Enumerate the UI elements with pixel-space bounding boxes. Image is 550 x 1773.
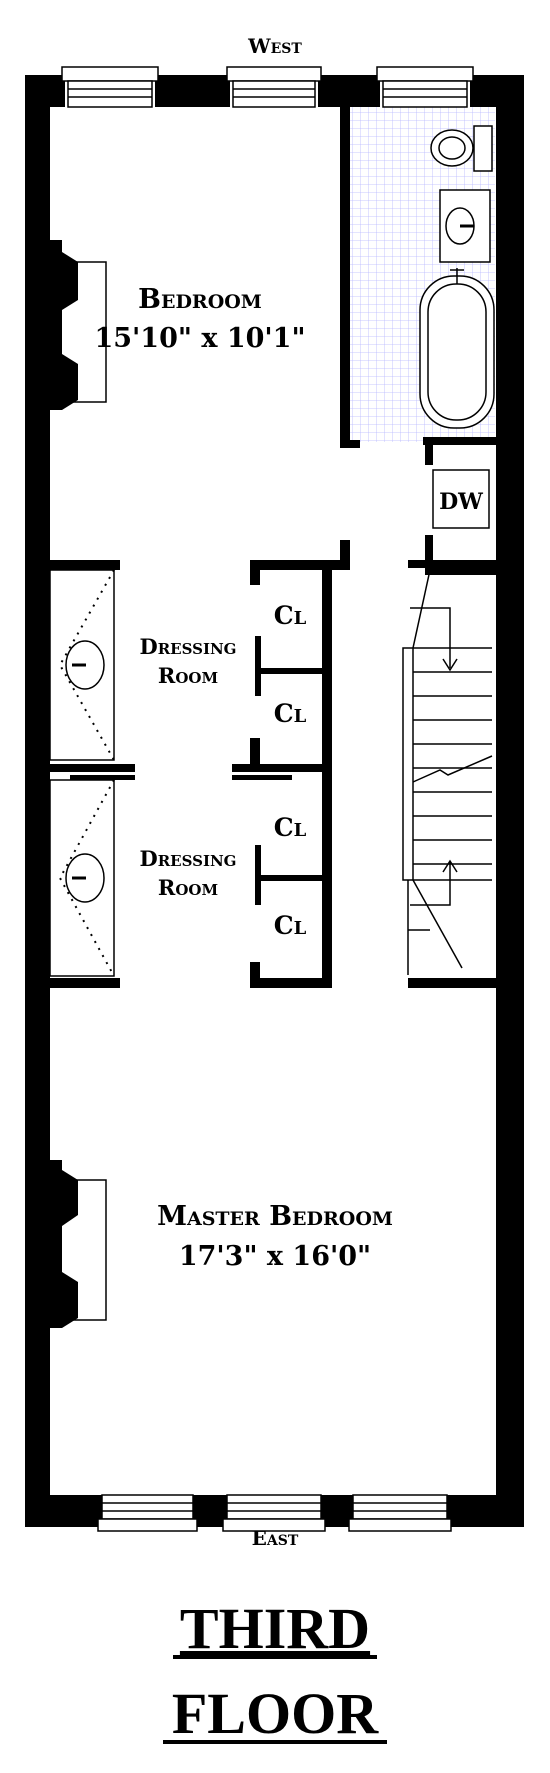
fireplace-bedroom bbox=[49, 240, 107, 410]
vanity-1 bbox=[49, 569, 115, 761]
dressing-room-2-word1: Dressing bbox=[140, 846, 237, 871]
window-bottom-1 bbox=[101, 1494, 194, 1520]
closet-label-4: Cl bbox=[274, 911, 307, 940]
floor-title-line1: THIRD bbox=[180, 1596, 370, 1661]
interior-walls bbox=[50, 107, 496, 988]
compass-west-label: West bbox=[247, 34, 302, 58]
master-bedroom-size: 17'3" x 16'0" bbox=[179, 1241, 371, 1272]
dressing-room-1-word2: Room bbox=[158, 663, 218, 688]
dishwasher-label: DW bbox=[439, 489, 483, 515]
windows bbox=[61, 66, 474, 1532]
dishwasher-box bbox=[432, 469, 490, 529]
dressing-room-1-word1: Dressing bbox=[140, 634, 237, 659]
window-bottom-3 bbox=[352, 1494, 448, 1520]
closet-label-3: Cl bbox=[274, 813, 307, 842]
master-bedroom-name: Master Bedroom bbox=[157, 1201, 393, 1232]
closet-label-1: Cl bbox=[274, 601, 307, 630]
window-bottom-2 bbox=[226, 1494, 322, 1520]
bedroom-size: 15'10" x 10'1" bbox=[94, 323, 305, 354]
fireplace-master bbox=[49, 1160, 107, 1328]
staircase bbox=[402, 569, 493, 975]
bathtub-icon bbox=[419, 268, 495, 429]
window-top-2 bbox=[226, 66, 322, 82]
bathroom-sink-icon bbox=[439, 189, 491, 263]
closet-label-2: Cl bbox=[274, 699, 307, 728]
bedroom-name: Bedroom bbox=[138, 284, 262, 315]
vanity-2 bbox=[49, 779, 115, 977]
floor-title-line2: FLOOR bbox=[172, 1681, 379, 1746]
window-top-3 bbox=[376, 66, 474, 82]
window-top-1 bbox=[61, 66, 159, 82]
exterior-walls bbox=[25, 75, 524, 1527]
dressing-room-2-word2: Room bbox=[158, 875, 218, 900]
toilet-icon bbox=[430, 125, 493, 172]
